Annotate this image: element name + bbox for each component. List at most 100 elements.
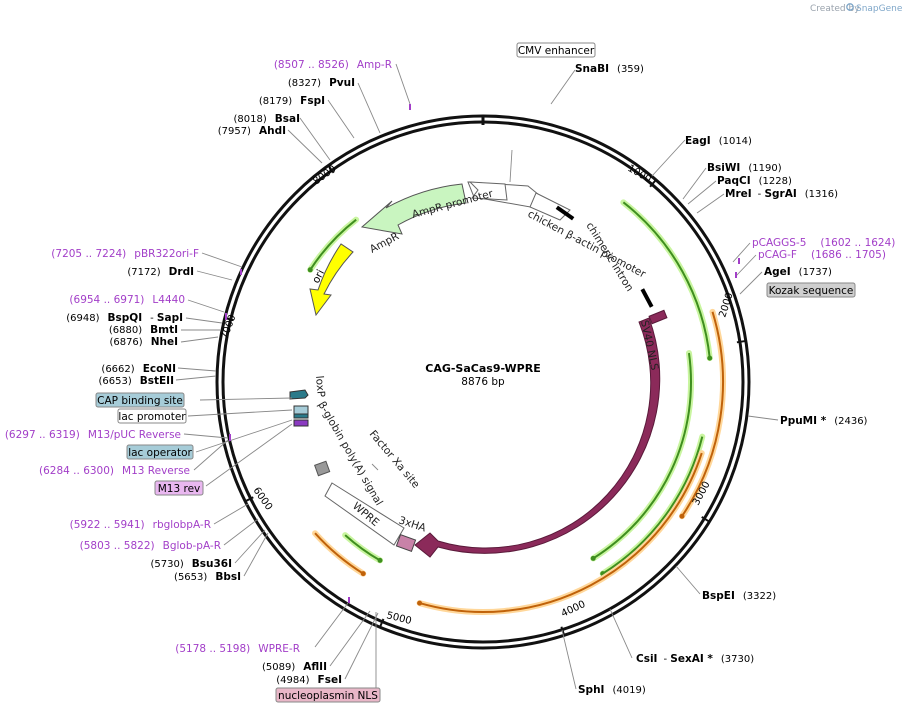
loxp-label: loxP	[313, 375, 327, 398]
leader-line-26	[193, 439, 229, 471]
nucleoplasmin-box[interactable]: nucleoplasmin NLS	[275, 687, 381, 703]
site-ahdi[interactable]: (7957)AhdI	[218, 125, 286, 137]
leader-line-6	[735, 254, 757, 277]
leader-line-25	[183, 433, 229, 439]
factor-xa-feature[interactable]	[314, 460, 331, 477]
site-pvui[interactable]: (8327)PvuI	[288, 77, 355, 89]
site-econi[interactable]: (6662)EcoNI	[101, 363, 176, 375]
site-snabi[interactable]: SnaBI(359)	[575, 63, 644, 75]
m13-rev-box[interactable]: M13 rev	[154, 480, 204, 496]
lac-operator-feature[interactable]	[293, 405, 309, 415]
lac-operator-box[interactable]: lac operator	[126, 444, 194, 460]
snapgene-logo-icon	[846, 3, 854, 11]
lac-operator-box-label: lac operator	[128, 447, 192, 459]
site-paqci[interactable]: PaqCI(1228)	[717, 175, 792, 187]
site-ppumi[interactable]: PpuMI *(2436)	[780, 415, 868, 427]
site-fsei[interactable]: (4984)FseI	[276, 674, 342, 686]
site-bglobpa[interactable]: (5803 .. 5822)Bglob-pA-R	[80, 540, 221, 552]
tick-4	[560, 626, 566, 636]
site-rbglob[interactable]: (5922 .. 5941)rbglobpA-R	[70, 519, 211, 531]
tick-1	[649, 179, 657, 188]
lac-promoter-box[interactable]: lac promoter	[117, 408, 187, 424]
leader-line-37	[187, 409, 293, 417]
kozak-box-label: Kozak sequence	[769, 285, 854, 297]
sacas9-feature[interactable]	[414, 317, 661, 558]
leader-line-5	[732, 242, 751, 263]
sv40-nls-feature[interactable]	[648, 309, 668, 325]
site-bsu36i[interactable]: (5730)Bsu36I	[150, 558, 232, 570]
orf-green-4-head	[307, 267, 313, 273]
cap-box[interactable]: CAP binding site	[95, 392, 185, 408]
leader-line-16	[287, 129, 323, 164]
ori-label: ori	[310, 268, 327, 286]
site-pbr[interactable]: (7205 .. 7224)pBR322ori-F	[51, 248, 199, 260]
leader-line-2	[682, 167, 707, 200]
cmv-box[interactable]: CMV enhancer	[516, 42, 596, 58]
site-bsiwi[interactable]: BsiWI(1190)	[707, 162, 782, 174]
site-agei[interactable]: AgeI(1737)	[764, 266, 832, 278]
cap-feature[interactable]	[293, 413, 309, 419]
sacas9-label: SaCas9	[597, 492, 634, 527]
factor-xa-label: Factor Xa site	[367, 428, 422, 490]
tick-6	[244, 496, 254, 503]
ampr-feature[interactable]	[360, 183, 467, 235]
site-mrei[interactable]: MreI- SgrAI(1316)	[725, 188, 838, 200]
kozak-box[interactable]: Kozak sequence	[766, 282, 856, 298]
site-nhei[interactable]: (6876)NheI	[109, 336, 178, 348]
leader-line-12	[395, 63, 411, 105]
site-pcagf[interactable]: pCAG-F(1686 .. 1705)	[758, 249, 886, 261]
site-wprer[interactable]: (5178 .. 5198)WPRE-R	[175, 643, 300, 655]
site-m13puc[interactable]: (6297 .. 6319)M13/pUC Reverse	[5, 429, 181, 441]
site-bspqi[interactable]: (6948)BspQI- SapI	[66, 312, 183, 324]
cmv-box-label: CMV enhancer	[518, 45, 595, 57]
m13-rev-feature[interactable]	[293, 419, 309, 427]
leader-line-24	[175, 375, 217, 381]
loxp-feature[interactable]	[289, 389, 309, 400]
site-m13rv[interactable]: (6284 .. 6300)M13 Reverse	[39, 465, 190, 477]
site-bsteii[interactable]: (6653)BstEII	[98, 375, 174, 387]
bglob-label: β-globin poly(A) signal	[315, 400, 384, 508]
tick-marks	[224, 116, 746, 636]
site-aflii[interactable]: (5089)AflII	[262, 661, 327, 673]
m13-rev-box-label: M13 rev	[158, 483, 201, 495]
site-bsai[interactable]: (8018)BsaI	[233, 113, 300, 125]
site-pcaggs[interactable]: pCAGGS-5(1602 .. 1624)	[752, 237, 895, 249]
leader-line-7	[739, 271, 763, 295]
site-csii[interactable]: CsiI- SexAI *(3730)	[636, 653, 754, 665]
leader-line-3	[687, 180, 717, 205]
leader-line-15	[299, 117, 331, 161]
site-eagi[interactable]: EagI(1014)	[685, 135, 752, 147]
leader-line-23	[177, 367, 217, 372]
site-fspi[interactable]: (8179)FspI	[259, 95, 325, 107]
orf-orange-3-head	[360, 571, 366, 577]
leader-line-22	[180, 336, 219, 343]
leader-line-9	[675, 565, 701, 595]
ampr-promoter-feature[interactable]	[468, 181, 508, 201]
leader-lines	[175, 63, 779, 690]
site-ampr-primer[interactable]: (8507 .. 8526)Amp-R	[274, 59, 392, 71]
site-l4440[interactable]: (6954 .. 6971)L4440	[69, 294, 185, 306]
chicken-promoter-label: chicken β-actin promoter	[526, 208, 649, 281]
intron-marker	[555, 205, 575, 221]
chicken-promoter-feature[interactable]	[529, 192, 571, 221]
site-bbsi[interactable]: (5653)BbsI	[174, 571, 241, 583]
3xha-feature[interactable]	[395, 533, 417, 553]
leader-line-11	[561, 629, 577, 690]
leader-line-1	[651, 139, 686, 177]
bglob-feature[interactable]	[324, 482, 405, 546]
site-bmti[interactable]: (6880)BmtI	[109, 324, 178, 336]
orf-green-4	[309, 218, 357, 271]
tick-3	[701, 516, 710, 523]
leader-line-4	[696, 193, 725, 214]
leader-line-27	[213, 503, 249, 525]
credit-brand: SnapGene	[856, 4, 903, 14]
orf-green-1	[622, 201, 711, 359]
tick-label-4000: 4000	[560, 599, 588, 620]
site-sphi[interactable]: SphI(4019)	[578, 684, 646, 696]
leader-line-36	[199, 397, 293, 401]
leader-line-20	[185, 317, 223, 324]
site-drdi[interactable]: (7172)DrdI	[127, 266, 194, 278]
ori-feature[interactable]	[309, 243, 354, 317]
leader-line-14	[327, 99, 355, 139]
site-bspei[interactable]: BspEI(3322)	[702, 590, 776, 602]
